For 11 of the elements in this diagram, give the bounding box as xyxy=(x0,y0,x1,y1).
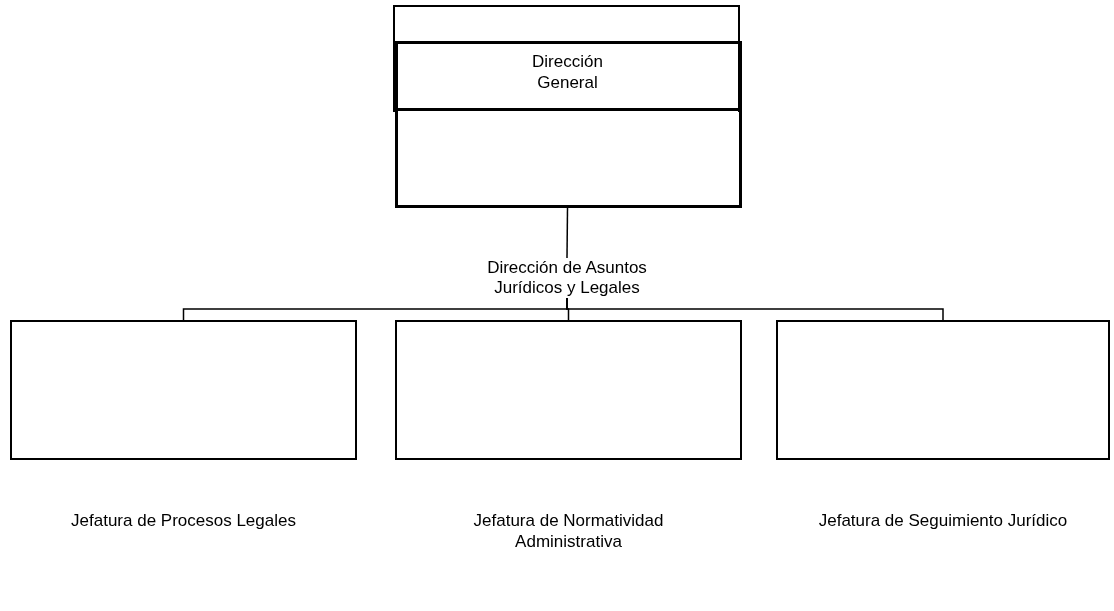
org-box xyxy=(776,320,1110,460)
connector-line xyxy=(566,207,569,259)
unit-title: Dirección de Asuntos Jurídicos y Legales xyxy=(462,258,672,298)
unit-title: Jefatura de Procesos Legales xyxy=(70,510,297,531)
box-title: Dirección General xyxy=(531,51,604,93)
org-box xyxy=(10,320,357,460)
unit-title: Jefatura de Seguimiento Jurídico xyxy=(818,510,1068,531)
unit-title: Jefatura de Normatividad Administrativa xyxy=(472,510,665,552)
org-box xyxy=(395,320,742,460)
connector-line xyxy=(566,297,944,321)
org-box xyxy=(393,5,742,208)
